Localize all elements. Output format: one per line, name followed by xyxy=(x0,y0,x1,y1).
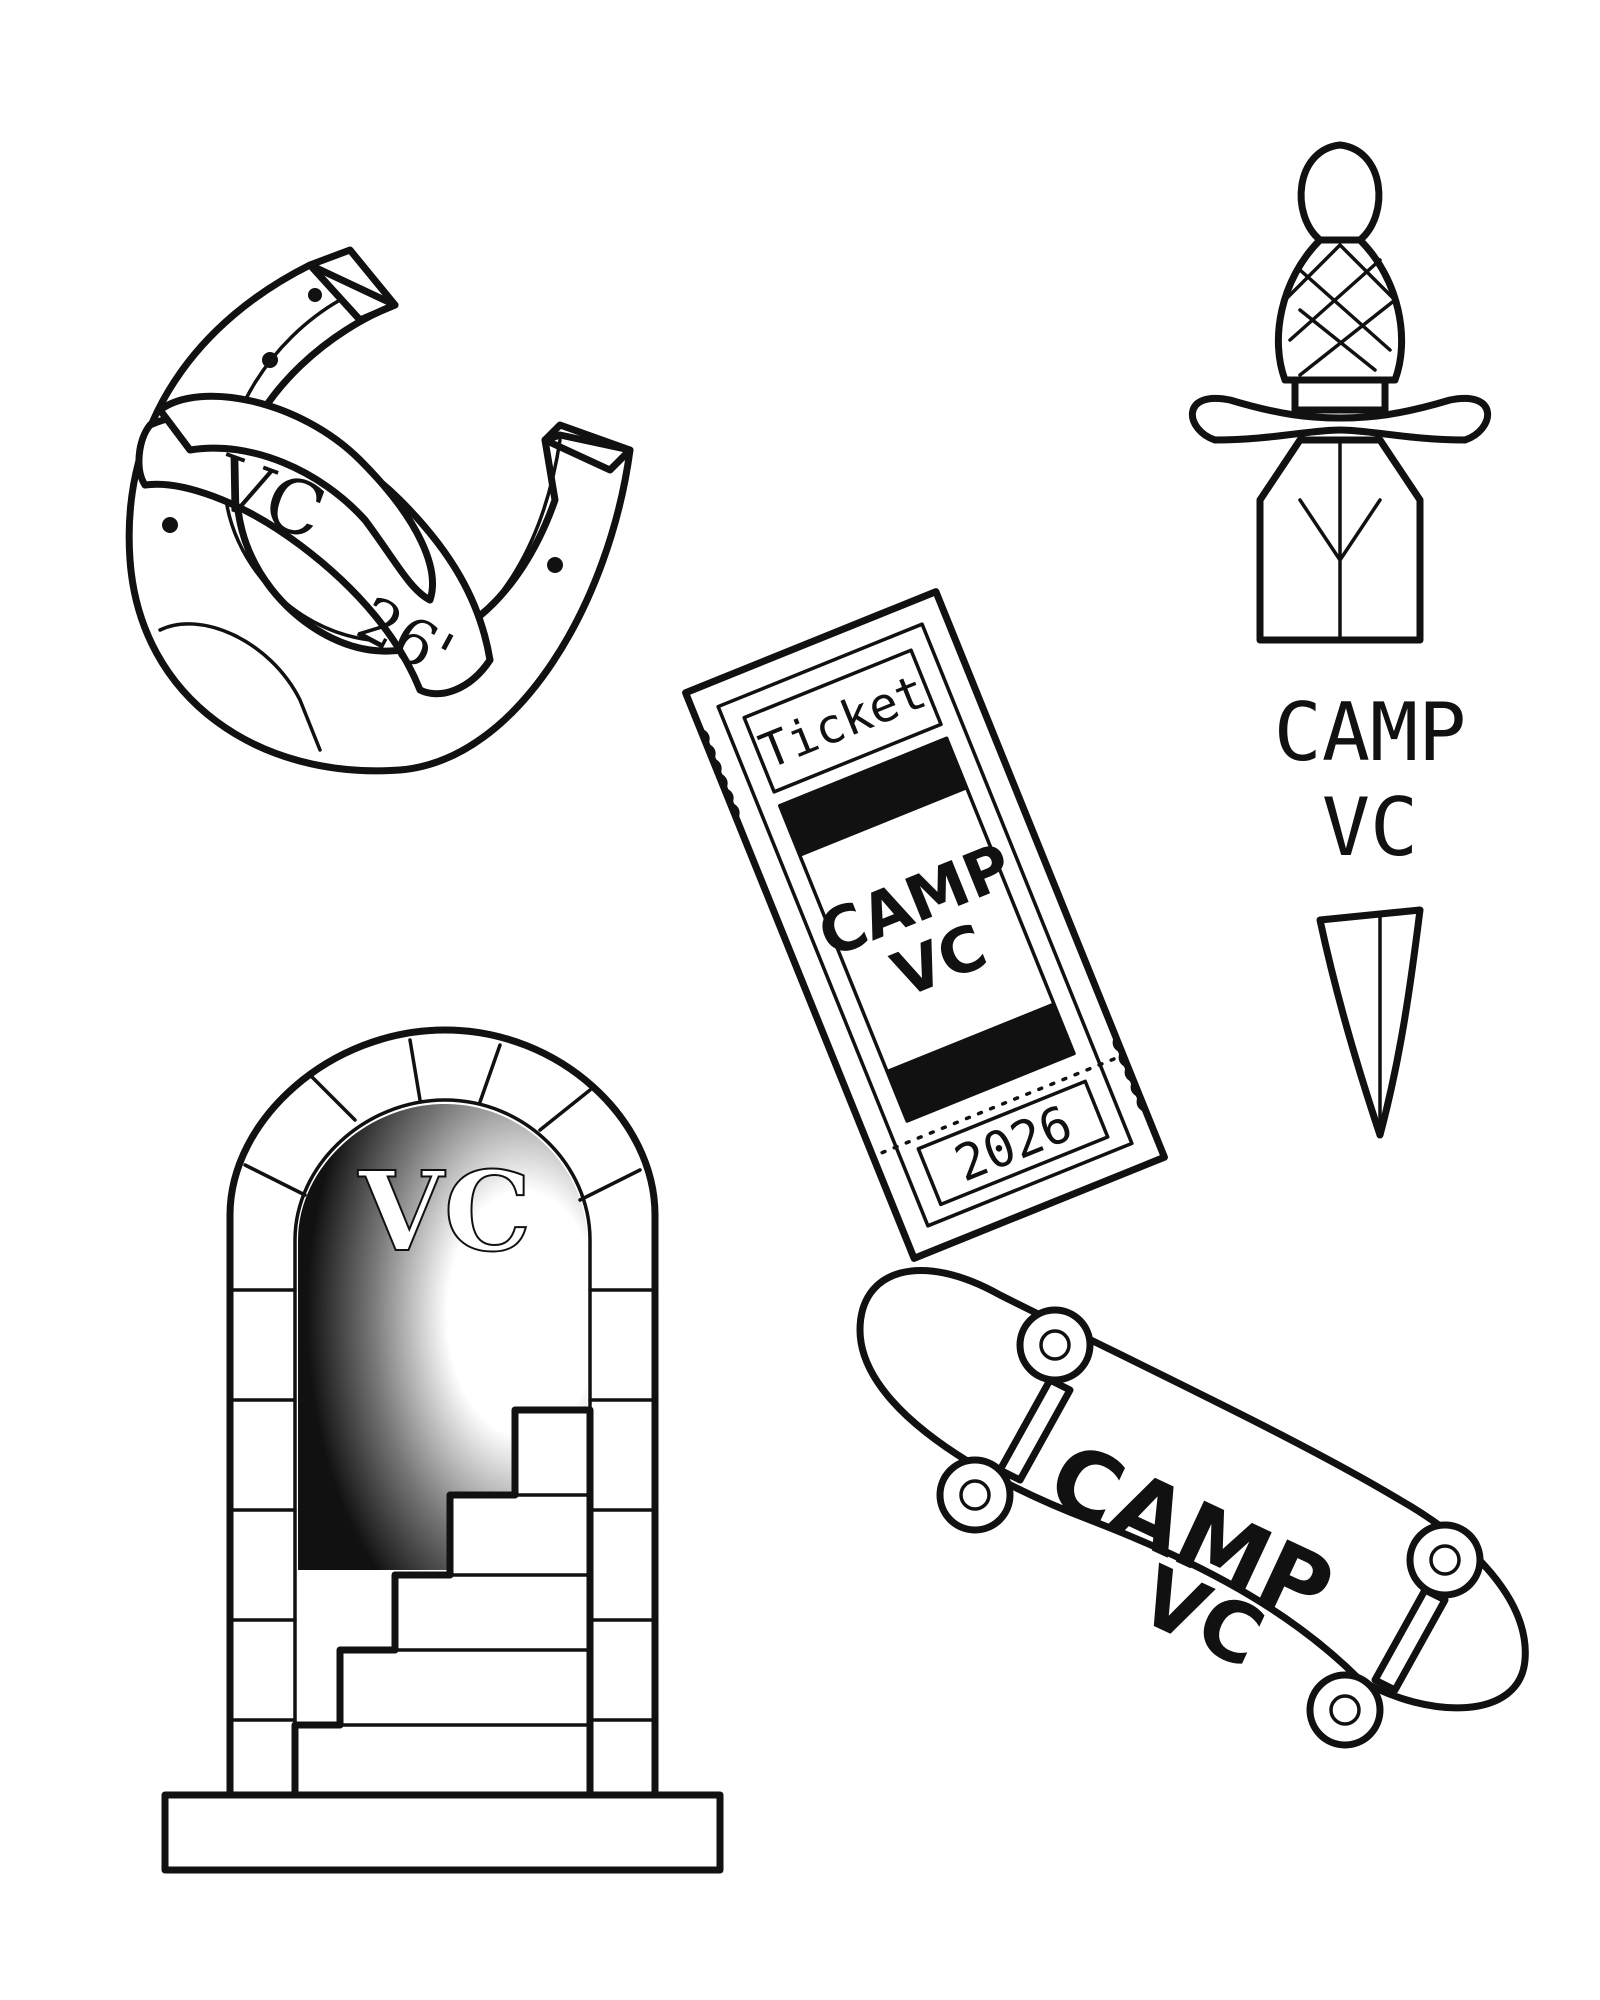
dagger-icon: CAMP VC xyxy=(1189,141,1491,1139)
dagger-text-line1: CAMP xyxy=(1274,686,1467,779)
archway-stairs-icon: VC xyxy=(161,1026,724,1874)
archway-text: VC xyxy=(358,1147,532,1276)
horseshoe-icon: VC 26' xyxy=(125,246,634,775)
dagger-text-line2: VC xyxy=(1322,781,1418,874)
ticket-icon: Ticket CAMP VC 2026 xyxy=(682,588,1168,1262)
skateboard-icon: CAMP VC xyxy=(856,1267,1529,1749)
